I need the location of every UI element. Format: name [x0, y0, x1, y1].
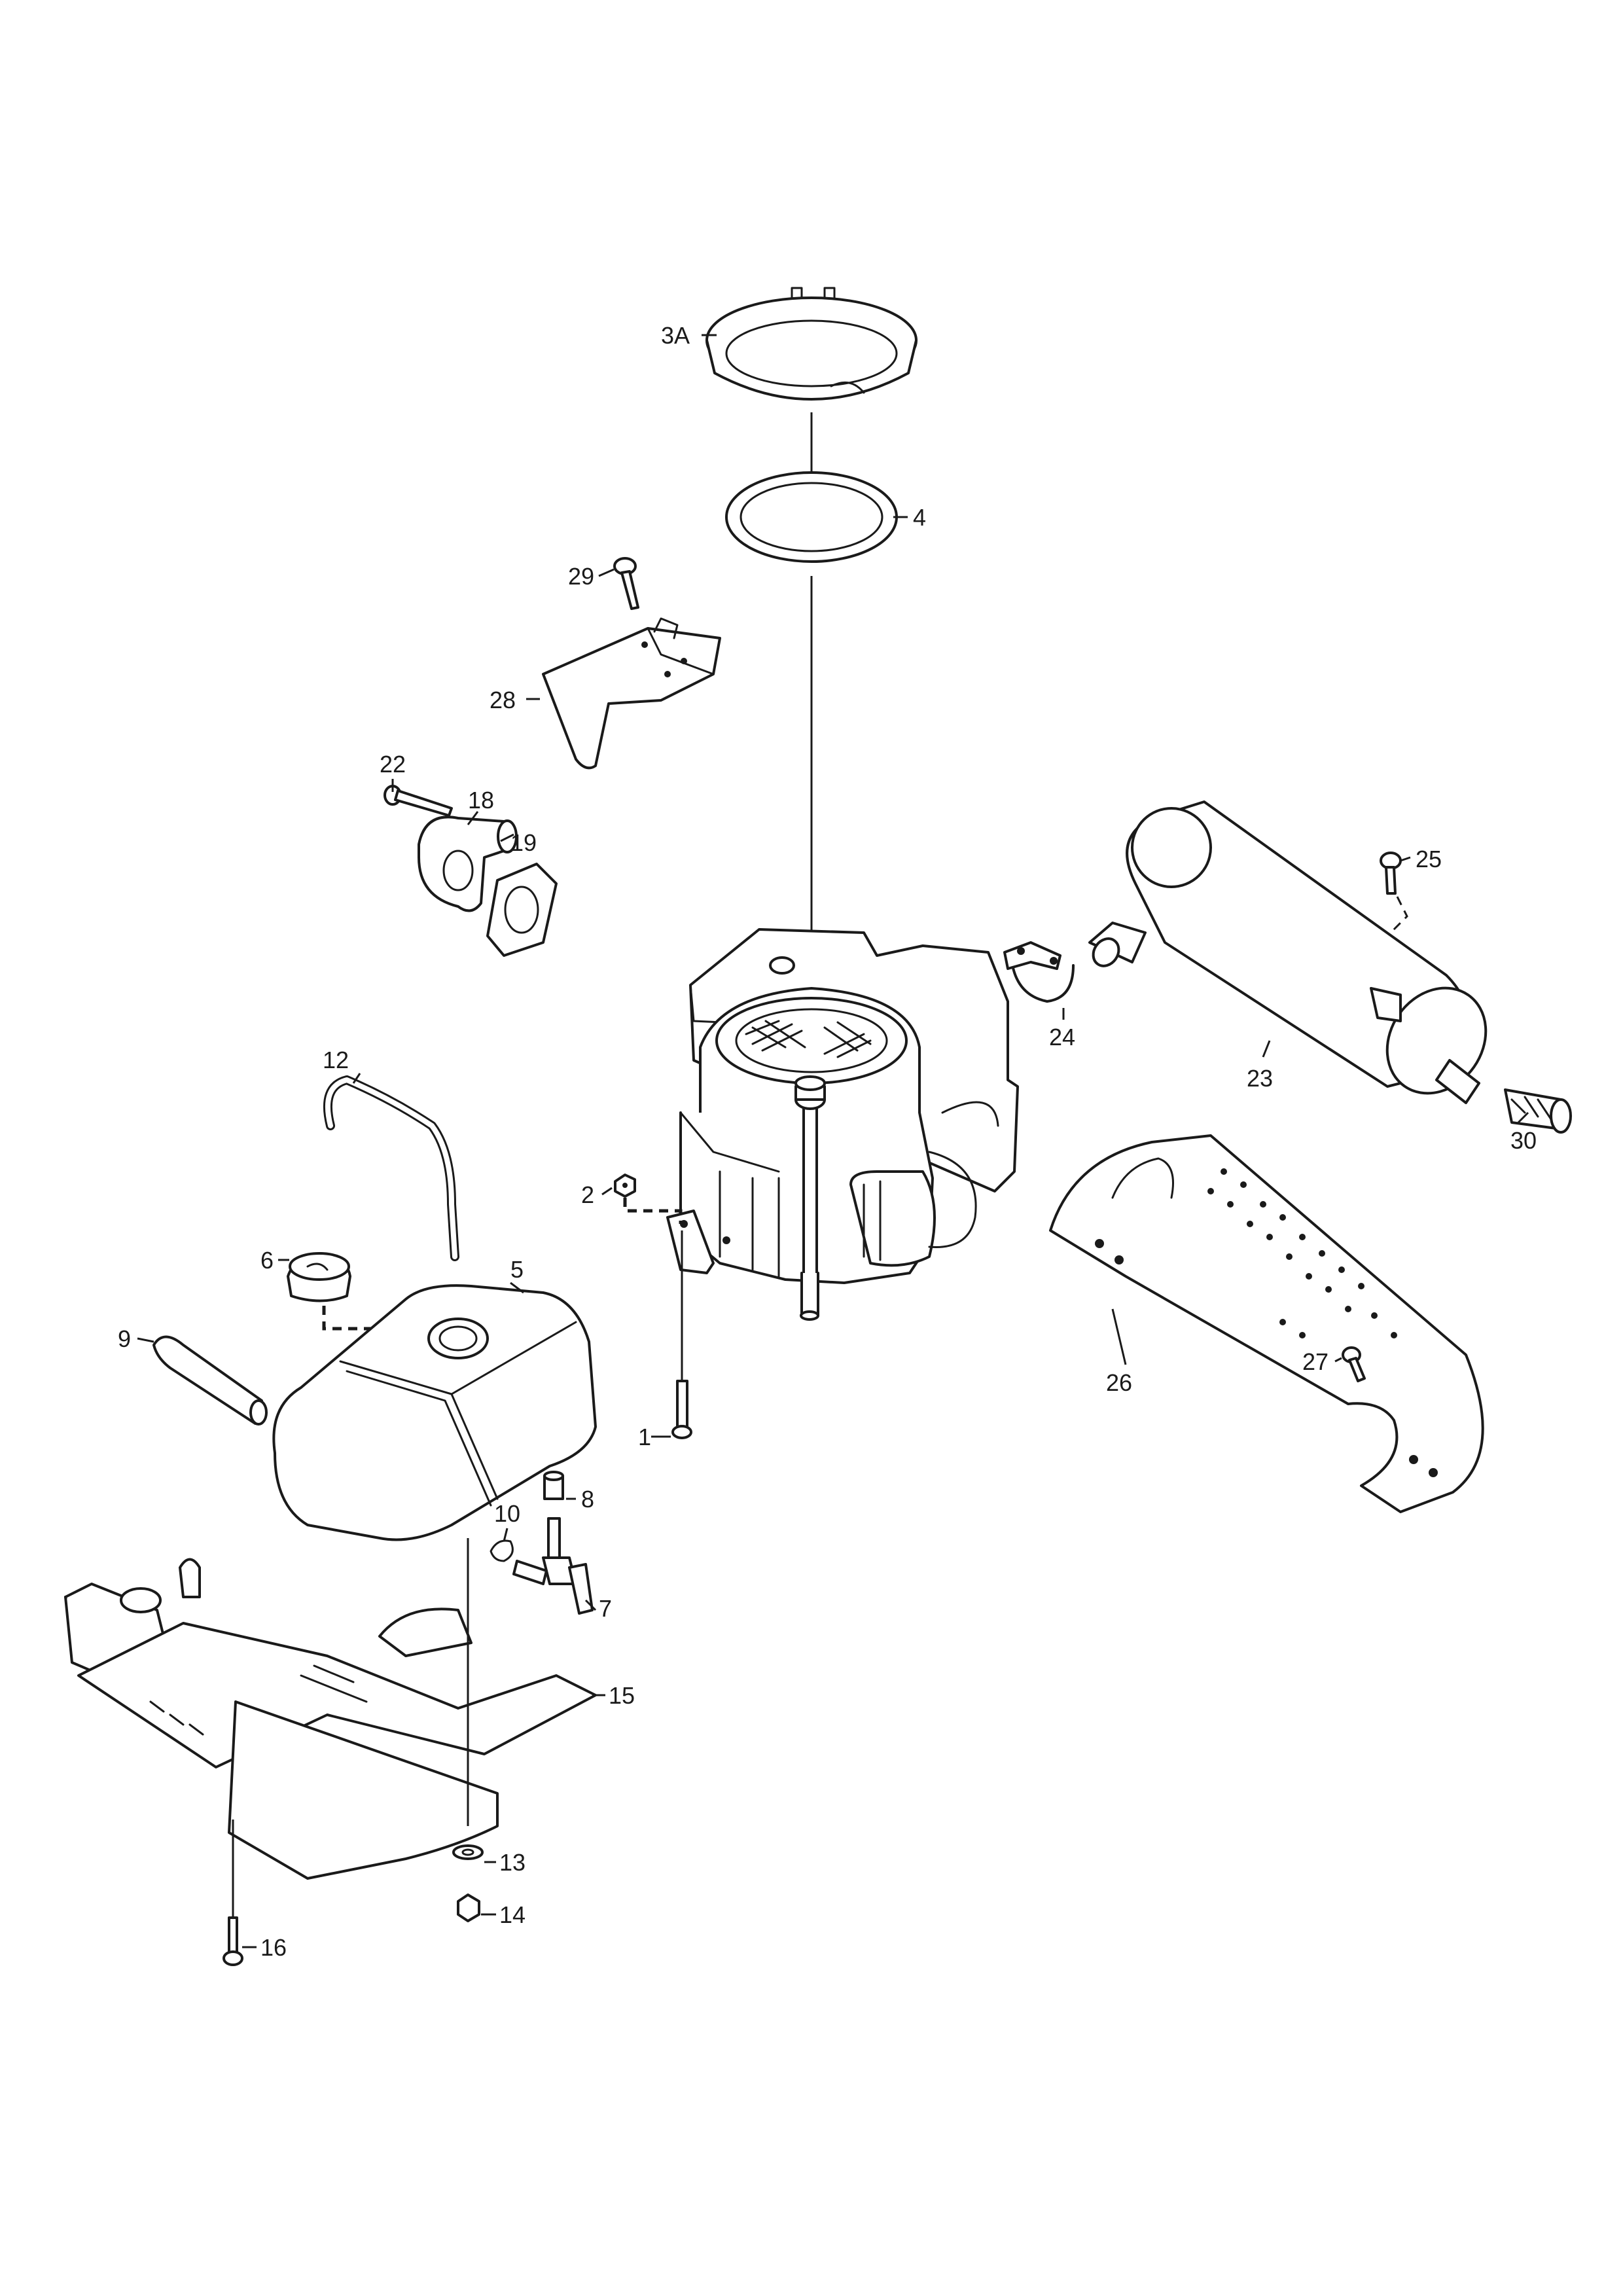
callout-15: 15 [609, 1682, 635, 1709]
callout-8: 8 [581, 1486, 594, 1513]
part-27-screw [1342, 1346, 1366, 1382]
part-30-spark-arrestor [1504, 1088, 1572, 1134]
part-26-heat-shield [1049, 1134, 1484, 1513]
callout-23: 23 [1247, 1065, 1273, 1092]
engine-assembly [666, 928, 1019, 1321]
part-6-fuel-cap [287, 1252, 351, 1302]
part-13-washer [452, 1844, 484, 1860]
callout-9: 9 [118, 1325, 131, 1352]
callout-18: 18 [468, 787, 494, 814]
callout-leaders [137, 334, 1529, 1948]
callout-5: 5 [510, 1256, 524, 1283]
part-23-muffler [1088, 800, 1488, 1104]
callout-28: 28 [490, 687, 516, 713]
callout-12: 12 [323, 1047, 349, 1073]
callout-22: 22 [380, 751, 406, 778]
callout-10: 10 [494, 1500, 520, 1527]
part-18-exhaust-elbow [418, 816, 518, 912]
callout-26: 26 [1106, 1369, 1132, 1396]
part-25-bolt [1380, 852, 1402, 895]
part-29-bolt [613, 557, 639, 610]
part-14-nut [457, 1893, 480, 1922]
shield-perforations [1095, 1168, 1438, 1477]
link-2-to-engine [623, 1198, 683, 1224]
callout-29: 29 [568, 563, 594, 590]
callout-14: 14 [499, 1901, 526, 1928]
callout-3a: 3A [661, 322, 690, 349]
callout-27: 27 [1302, 1348, 1329, 1375]
callout-1: 1 [638, 1424, 651, 1450]
callout-24: 24 [1049, 1024, 1075, 1050]
callout-4: 4 [913, 504, 926, 531]
part-28-bracket [542, 617, 721, 770]
callout-25: 25 [1416, 846, 1442, 872]
link-25-to-muffler [1380, 896, 1408, 975]
part-24-clamp [1003, 941, 1075, 1003]
part-5-fuel-tank [272, 1284, 597, 1541]
part-19-exhaust-gasket [486, 863, 558, 957]
part-2-nut [614, 1174, 636, 1198]
callout-19: 19 [510, 829, 537, 856]
part-8-grommet [543, 1471, 564, 1500]
callout-2: 2 [581, 1181, 594, 1208]
part-15-tank-tray [64, 1558, 597, 1880]
part-10-clamp [490, 1539, 514, 1562]
callout-6: 6 [260, 1247, 274, 1274]
part-16-screw [223, 1916, 243, 1966]
part-1-bolt [671, 1380, 692, 1439]
part-7-fuel-valve [512, 1517, 594, 1615]
part-4-gasket [725, 471, 898, 563]
part-22-screw [383, 785, 453, 817]
callout-labels: 3A 4 29 28 22 18 19 25 24 23 30 12 2 26 … [118, 322, 1537, 1961]
part-12-fuel-line [323, 1075, 459, 1261]
part-9-hose [152, 1335, 268, 1426]
callout-7: 7 [599, 1595, 612, 1622]
engine-screen-grille [735, 1008, 888, 1073]
part-3a-filter-base [705, 287, 918, 401]
callout-30: 30 [1510, 1127, 1537, 1154]
callout-13: 13 [499, 1849, 526, 1876]
callout-16: 16 [260, 1934, 287, 1961]
